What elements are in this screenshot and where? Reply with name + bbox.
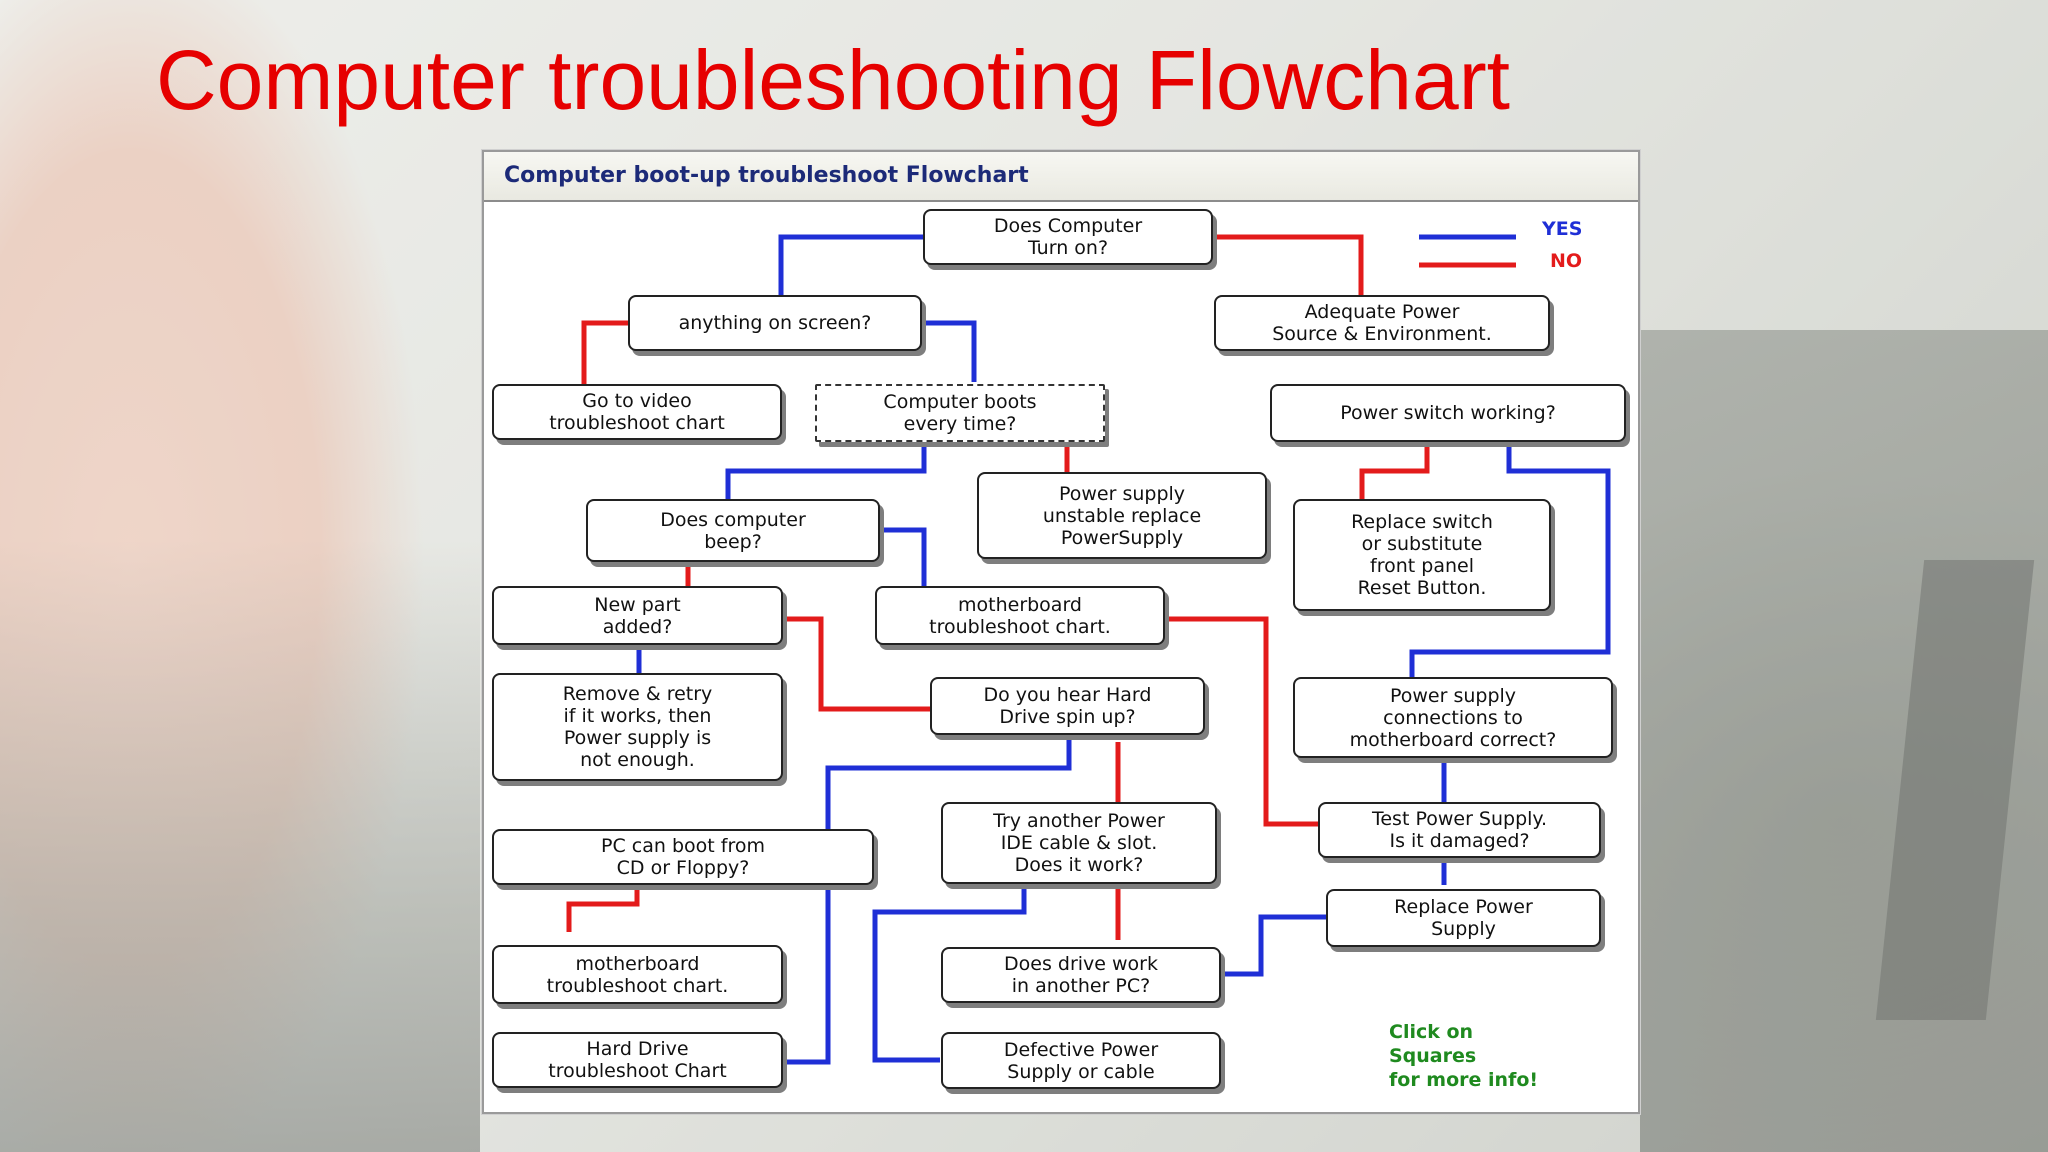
node-power-switch[interactable]: Power switch working? bbox=[1270, 384, 1626, 442]
node-adequate-power[interactable]: Adequate Power Source & Environment. bbox=[1214, 295, 1550, 351]
connector-yes bbox=[1409, 442, 1611, 677]
node-psu-connections[interactable]: Power supply connections to motherboard … bbox=[1293, 677, 1613, 758]
node-boot-cd-floppy[interactable]: PC can boot from CD or Floppy? bbox=[492, 829, 874, 885]
connector-yes bbox=[872, 882, 1027, 1063]
click-squares-note[interactable]: Click on Squares for more info! bbox=[1389, 1021, 1539, 1091]
node-new-part[interactable]: New part added? bbox=[492, 586, 783, 645]
node-turn-on[interactable]: Does Computer Turn on? bbox=[923, 209, 1213, 265]
node-test-power-supply[interactable]: Test Power Supply. Is it damaged? bbox=[1318, 802, 1601, 858]
connector-yes bbox=[825, 735, 1072, 829]
connector-yes bbox=[1221, 914, 1326, 977]
node-boots-every-time[interactable]: Computer boots every time? bbox=[815, 384, 1105, 442]
connector-yes bbox=[778, 234, 923, 295]
node-video-chart[interactable]: Go to video troubleshoot chart bbox=[492, 384, 782, 440]
node-replace-power-supply[interactable]: Replace Power Supply bbox=[1326, 889, 1601, 947]
node-replace-switch[interactable]: Replace switch or substitute front panel… bbox=[1293, 499, 1551, 611]
node-remove-retry[interactable]: Remove & retry if it works, then Power s… bbox=[492, 673, 783, 781]
flowchart-panel: Computer boot-up troubleshoot Flowchart bbox=[482, 150, 1640, 1114]
node-drive-other-pc[interactable]: Does drive work in another PC? bbox=[941, 947, 1221, 1003]
node-hard-drive-chart[interactable]: Hard Drive troubleshoot Chart bbox=[492, 1032, 783, 1088]
node-defective-power-supply[interactable]: Defective Power Supply or cable bbox=[941, 1032, 1221, 1089]
connector-no bbox=[1359, 442, 1430, 499]
connector-yes bbox=[922, 320, 977, 382]
node-motherboard-chart-2[interactable]: motherboard troubleshoot chart. bbox=[492, 945, 783, 1004]
slide-title: Computer troubleshooting Flowchart bbox=[156, 33, 1511, 127]
node-psu-unstable[interactable]: Power supply unstable replace PowerSuppl… bbox=[977, 472, 1267, 559]
connector-yes bbox=[880, 527, 927, 586]
node-motherboard-chart-1[interactable]: motherboard troubleshoot chart. bbox=[875, 586, 1165, 645]
background-board-left bbox=[0, 540, 480, 1152]
connector-no bbox=[566, 885, 640, 932]
connector-no bbox=[1213, 234, 1364, 295]
flowchart-title: Computer boot-up troubleshoot Flowchart bbox=[504, 163, 1029, 188]
connector-no bbox=[581, 320, 628, 384]
connector-yes bbox=[725, 442, 927, 499]
connector-no bbox=[1165, 616, 1318, 827]
flowchart-header: Computer boot-up troubleshoot Flowchart bbox=[484, 152, 1638, 202]
node-hear-hard-drive[interactable]: Do you hear Hard Drive spin up? bbox=[930, 677, 1205, 735]
connector-no bbox=[783, 616, 933, 712]
legend-no-label: NO bbox=[1550, 250, 1583, 272]
legend-yes-label: YES bbox=[1542, 218, 1583, 240]
node-anything-on-screen[interactable]: anything on screen? bbox=[628, 295, 922, 351]
node-try-ide-cable[interactable]: Try another Power IDE cable & slot. Does… bbox=[941, 802, 1217, 884]
node-beep[interactable]: Does computer beep? bbox=[586, 499, 880, 562]
